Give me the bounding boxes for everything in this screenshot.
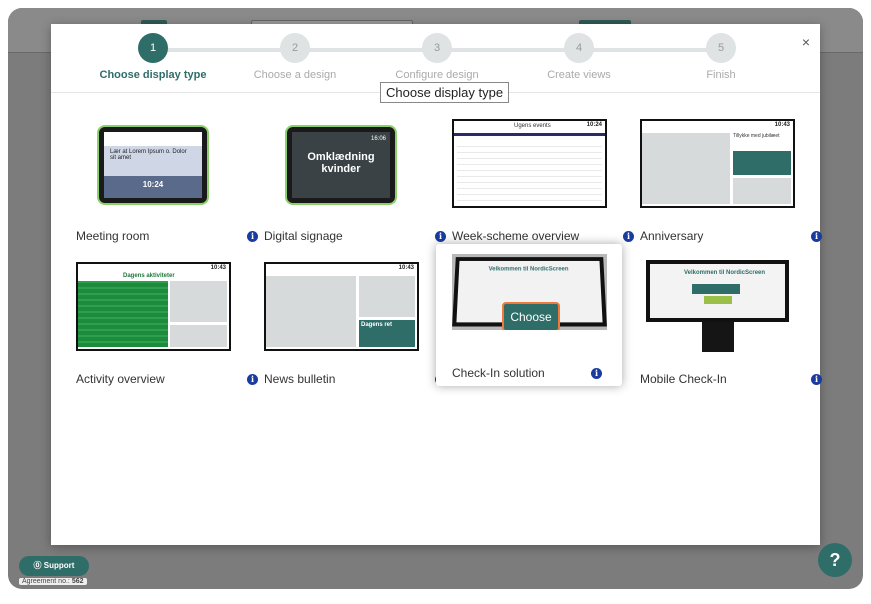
step-label: Choose a design	[253, 69, 337, 81]
info-icon[interactable]: i	[435, 231, 446, 242]
mobile-check-in-title: Velkommen til NordicScreen	[684, 270, 766, 276]
help-button[interactable]: ?	[818, 543, 852, 577]
step-number: 3	[422, 33, 452, 63]
step-label: Configure design	[395, 69, 479, 81]
thumb-news-bulletin: 10:43 Dagens ret	[264, 260, 450, 366]
step-number: 5	[706, 33, 736, 63]
card-news-bulletin[interactable]: 10:43 Dagens ret News bulletin i	[264, 260, 450, 400]
week-time: 10:24	[586, 122, 602, 128]
step-2[interactable]: 2 Choose a design	[224, 33, 366, 81]
card-name: Mobile Check-In	[640, 372, 727, 386]
news-label: Dagens ret	[361, 322, 393, 328]
step-label: Finish	[706, 69, 736, 81]
step-number: 4	[564, 33, 594, 63]
thumb-check-in: Velkommen til NordicScreen Choose	[452, 254, 607, 330]
info-icon[interactable]: i	[247, 231, 258, 242]
step-1[interactable]: 1 Choose display type	[82, 33, 224, 81]
card-digital-signage[interactable]: 16:06 Omklædning kvinder Digital signage…	[264, 117, 450, 257]
anniversary-text: Tillykke med jubilæet	[733, 133, 780, 139]
step-label: Create views	[547, 69, 611, 81]
card-check-in-solution[interactable]: Velkommen til NordicScreen Choose Check-…	[436, 244, 622, 386]
meeting-time: 10:24	[142, 180, 164, 189]
step-number: 2	[280, 33, 310, 63]
info-icon[interactable]: i	[247, 374, 258, 385]
step-number: 1	[138, 33, 168, 63]
week-title: Ugens events	[514, 123, 551, 129]
agreement-number: Agreement no.: 562	[19, 578, 87, 585]
close-icon[interactable]: ×	[801, 34, 810, 50]
anniversary-time: 10:43	[774, 122, 790, 128]
card-name: News bulletin	[264, 372, 336, 386]
card-name: Check-In solution	[452, 366, 545, 380]
card-meeting-room[interactable]: Lær at Lorem Ipsum o. Dolor sit amet 10:…	[76, 117, 262, 257]
step-tooltip: Choose display type	[380, 82, 510, 103]
card-activity-overview[interactable]: Dagens aktiviteter 10:43 Activity overvi…	[76, 260, 262, 400]
signage-text: Omklædning kvinder	[307, 151, 375, 175]
card-name: Meeting room	[76, 229, 150, 243]
card-week-scheme-overview[interactable]: Ugens events 10:24 Week-scheme overview …	[452, 117, 638, 257]
step-label: Choose display type	[99, 69, 207, 81]
card-name: Digital signage	[264, 229, 343, 243]
signage-time: 16:06	[370, 136, 386, 142]
info-icon[interactable]: i	[623, 231, 634, 242]
info-icon[interactable]: i	[811, 374, 822, 385]
choose-button[interactable]: Choose	[502, 302, 560, 330]
meeting-text: Lær at Lorem Ipsum o. Dolor sit amet	[110, 149, 187, 161]
agreement-value: 562	[71, 578, 84, 585]
thumb-meeting-room: Lær at Lorem Ipsum o. Dolor sit amet 10:…	[76, 117, 262, 223]
check-in-title: Velkommen til NordicScreen	[488, 266, 569, 273]
card-name: Anniversary	[640, 229, 704, 243]
step-5[interactable]: 5 Finish	[650, 33, 792, 81]
news-time: 10:43	[398, 265, 414, 271]
activity-title: Dagens aktiviteter	[123, 273, 175, 279]
activity-time: 10:43	[210, 265, 226, 271]
agreement-label: Agreement no.:	[22, 578, 70, 585]
thumb-mobile-check-in: Velkommen til NordicScreen	[640, 260, 826, 366]
thumb-week-scheme: Ugens events 10:24	[452, 117, 638, 223]
thumb-digital-signage: 16:06 Omklædning kvinder	[264, 117, 450, 223]
wizard-modal: × 1 Choose display type 2 Choose a desig…	[51, 24, 822, 545]
card-name: Week-scheme overview	[452, 229, 580, 243]
card-anniversary[interactable]: 10:43 Tillykke med jubilæet Anniversary …	[640, 117, 826, 257]
thumb-activity-overview: Dagens aktiviteter 10:43	[76, 260, 262, 366]
step-3[interactable]: 3 Configure design	[366, 33, 508, 81]
step-4[interactable]: 4 Create views	[508, 33, 650, 81]
support-button[interactable]: ⓪ Support	[19, 556, 89, 576]
card-name: Activity overview	[76, 372, 165, 386]
thumb-anniversary: 10:43 Tillykke med jubilæet	[640, 117, 826, 223]
info-icon[interactable]: i	[591, 368, 602, 379]
info-icon[interactable]: i	[811, 231, 822, 242]
card-mobile-check-in[interactable]: Velkommen til NordicScreen Mobile Check-…	[640, 260, 826, 400]
